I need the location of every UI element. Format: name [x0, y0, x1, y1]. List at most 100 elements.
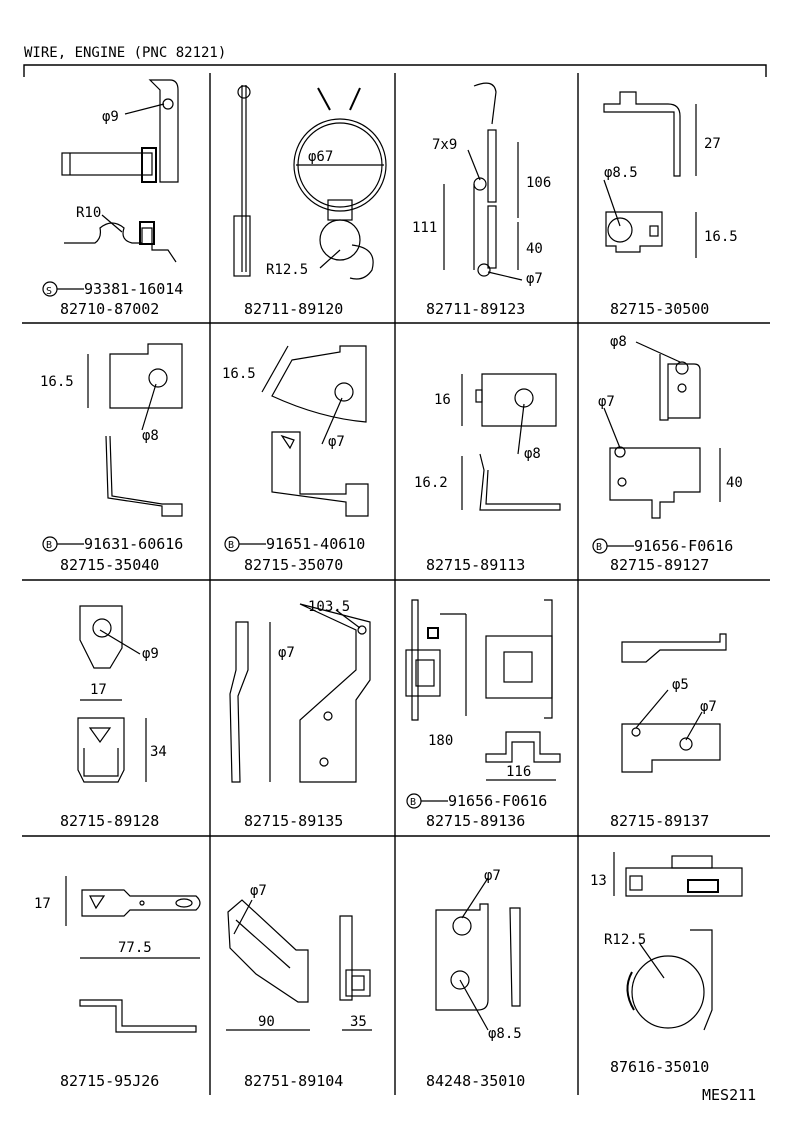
dim-label: 16: [434, 392, 451, 408]
part-number: 87616-35010: [610, 1058, 709, 1076]
cell-82715-89136: 180 116 B 91656-F0616 82715-89136: [405, 599, 561, 830]
part-number: 82715-30500: [610, 300, 709, 318]
part-number: 82715-89127: [610, 556, 709, 574]
dim-label: 180: [428, 733, 453, 749]
ref-part-number: 91656-F0616: [634, 537, 733, 555]
dim-label: 16.2: [414, 475, 448, 491]
ref-mark: B: [410, 797, 416, 808]
dim-label: 40: [526, 241, 543, 257]
bracket-drawing: [405, 599, 561, 763]
dim-label: 106: [526, 175, 551, 191]
cell-82715-89137: φ5 φ7 82715-89137: [610, 633, 727, 830]
dim-label: φ8: [524, 446, 541, 462]
dim-label: φ9: [142, 646, 159, 662]
part-number: 82715-89136: [426, 812, 525, 830]
dim-label: 13: [590, 873, 607, 889]
bracket-drawing: [105, 343, 183, 517]
cell-82711-89123: 7x9 106 111 40 φ7 82711-89123: [412, 82, 551, 318]
ref-part-number: 91631-60616: [84, 535, 183, 553]
dim-label: 17: [34, 896, 51, 912]
header-bracket: [23, 64, 767, 77]
dim-label: φ7: [484, 868, 501, 884]
part-number: 84248-35010: [426, 1072, 525, 1090]
bracket-drawing: [621, 633, 727, 773]
dim-label: R12.5: [266, 262, 308, 278]
dim-label: 17: [90, 682, 107, 698]
figure-code: MES211: [702, 1086, 756, 1104]
dim-label: φ8: [142, 428, 159, 444]
part-number: 82715-89113: [426, 556, 525, 574]
dim-label: φ7: [328, 434, 345, 450]
dim-label: 77.5: [118, 940, 152, 956]
bracket-drawing: [609, 354, 701, 519]
clamp-drawing: [625, 855, 743, 1031]
bracket-drawing: [271, 345, 369, 517]
clip-drawing: [77, 605, 125, 783]
cell-82711-89120: φ67 R12.5 82711-89120: [233, 85, 387, 318]
dim-label: R12.5: [604, 932, 646, 948]
part-number: 82710-87002: [60, 300, 159, 318]
dim-label: 16.5: [40, 374, 74, 390]
dim-label: 90: [258, 1014, 275, 1030]
cell-82715-89128: φ9 17 34 82715-89128: [60, 605, 167, 830]
dim-label: 35: [350, 1014, 367, 1030]
dim-label: 16.5: [222, 366, 256, 382]
part-number: 82751-89104: [244, 1072, 343, 1090]
cell-82715-89127: φ8 φ7 40 B 91656-F0616 82715-89127: [592, 334, 743, 574]
cell-82751-89104: φ7 90 35 82751-89104: [226, 883, 372, 1090]
dim-label: φ8.5: [488, 1026, 522, 1042]
dim-label: φ8: [610, 334, 627, 350]
ref-mark: B: [228, 540, 234, 551]
dim-label: 40: [726, 475, 743, 491]
cell-82715-89113: 16 φ8 16.2 82715-89113: [414, 373, 561, 574]
part-number: 82711-89123: [426, 300, 525, 318]
ref-part-number: 91656-F0616: [448, 792, 547, 810]
bracket-drawing: [435, 903, 521, 1011]
bracket-drawing: [229, 603, 371, 783]
dim-label: 103.5: [308, 599, 350, 615]
cell-87616-35010: 13 R12.5 87616-35010: [590, 852, 743, 1076]
part-number: 82715-89135: [244, 812, 343, 830]
dim-label: φ5: [672, 677, 689, 693]
part-number: 82711-89120: [244, 300, 343, 318]
parts-grid: [22, 73, 770, 1095]
part-number: 82715-89137: [610, 812, 709, 830]
bracket-drawing: [227, 899, 371, 1003]
dim-label: 27: [704, 136, 721, 152]
cell-82715-89135: φ7 103.5 82715-89135: [229, 599, 371, 830]
bracket-drawing: [473, 82, 497, 277]
dim-label: φ7: [700, 699, 717, 715]
dim-label: φ9: [102, 109, 119, 125]
dim-label: φ7: [598, 394, 615, 410]
dim-label: φ7: [526, 271, 543, 287]
part-number: 82715-35040: [60, 556, 159, 574]
dim-label: 7x9: [432, 137, 457, 153]
dim-label: 111: [412, 220, 437, 236]
ref-mark: B: [596, 542, 602, 553]
bracket-drawing: [603, 91, 681, 253]
ref-part-number: 91651-40610: [266, 535, 365, 553]
part-number: 82715-95J26: [60, 1072, 159, 1090]
dim-label: 116: [506, 764, 531, 780]
cell-82715-35070: 16.5 φ7 B 91651-40610 82715-35070: [222, 345, 369, 574]
clamp-drawing: [233, 85, 387, 280]
dim-label: φ8.5: [604, 165, 638, 181]
ref-mark: S: [46, 286, 52, 297]
bracket-drawing: [475, 373, 561, 511]
dim-label: 16.5: [704, 229, 738, 245]
dim-label: φ67: [308, 149, 333, 165]
cell-82710-87002: φ9 R10 S 93381-16014 82710-87002: [42, 79, 183, 318]
terminal-drawing: [79, 889, 201, 1033]
dim-label: 34: [150, 744, 167, 760]
ref-part-number: 93381-16014: [84, 280, 183, 298]
part-number: 82715-89128: [60, 812, 159, 830]
clamp-drawing: [61, 79, 179, 263]
cell-82715-35040: 16.5 φ8 B 91631-60616 82715-35040: [40, 343, 183, 574]
ref-mark: B: [46, 540, 52, 551]
diagram-title: WIRE, ENGINE (PNC 82121): [24, 45, 226, 61]
cell-82715-30500: 27 φ8.5 16.5 82715-30500: [603, 91, 738, 318]
part-number: 82715-35070: [244, 556, 343, 574]
dim-label: φ7: [250, 883, 267, 899]
cell-84248-35010: φ7 φ8.5 84248-35010: [426, 868, 525, 1090]
